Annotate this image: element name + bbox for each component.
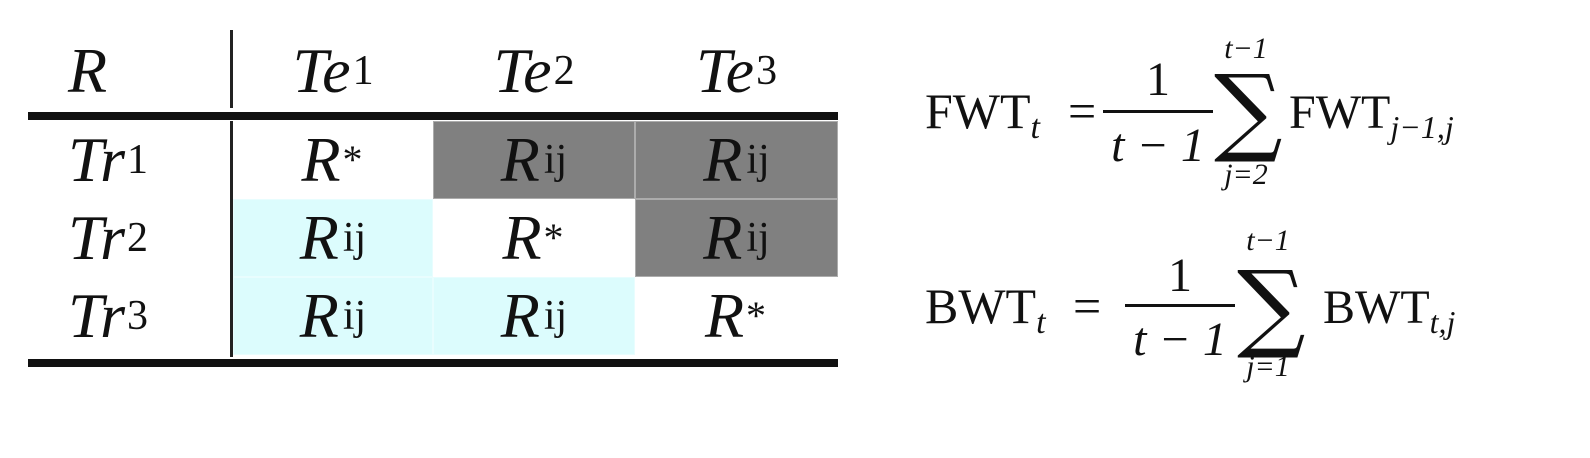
- corner-label: R: [68, 34, 108, 106]
- row-divider: [230, 121, 233, 357]
- bwt-formula: BWTt = 1 t − 1 t−1 ∑ j=1 BWTt,j: [925, 222, 1545, 392]
- bwt-lhs: BWTt: [925, 278, 1046, 341]
- fwt-fraction-bar: [1103, 110, 1213, 113]
- fwt-equals: =: [1068, 83, 1097, 139]
- sum-icon: ∑: [1214, 54, 1283, 166]
- cell-r3-c3: R*: [704, 280, 767, 351]
- fwt-denominator: t − 1: [1111, 119, 1205, 172]
- cell-fill-r3-c2: [433, 277, 635, 355]
- header-divider: [230, 30, 233, 108]
- bwt-lower-limit: j=1: [1246, 350, 1290, 383]
- bwt-upper-limit: t−1: [1246, 224, 1290, 257]
- cell-fill-r2-c1: [233, 199, 433, 277]
- cell-fill-r3-c1: [233, 277, 433, 355]
- bwt-denominator: t − 1: [1133, 313, 1227, 366]
- bwt-rhs: BWTt,j: [1323, 281, 1456, 340]
- fwt-upper-limit: t−1: [1224, 32, 1268, 65]
- cell-r2-c2: R*: [502, 202, 564, 273]
- header-rule: [28, 112, 838, 120]
- bwt-fraction-bar: [1125, 304, 1235, 307]
- sum-icon: ∑: [1237, 250, 1306, 362]
- cell-fill-r1-c2: [433, 121, 635, 199]
- fwt-formula: FWTt = 1 t − 1 t−1 ∑ j=2 FWTj−1,j: [925, 30, 1545, 200]
- bwt-numerator: 1: [1168, 249, 1192, 302]
- fwt-rhs: FWTj−1,j: [1289, 86, 1454, 145]
- cell-fill-r1-c3: [635, 121, 838, 199]
- fwt-lhs: FWTt: [925, 83, 1040, 146]
- fwt-lower-limit: j=2: [1224, 158, 1268, 191]
- cell-fill-r2-c3: [635, 199, 838, 277]
- bottom-rule: [28, 359, 838, 367]
- cell-r1-c1: R*: [301, 124, 363, 195]
- bwt-equals: =: [1073, 278, 1102, 334]
- fwt-numerator: 1: [1146, 53, 1170, 106]
